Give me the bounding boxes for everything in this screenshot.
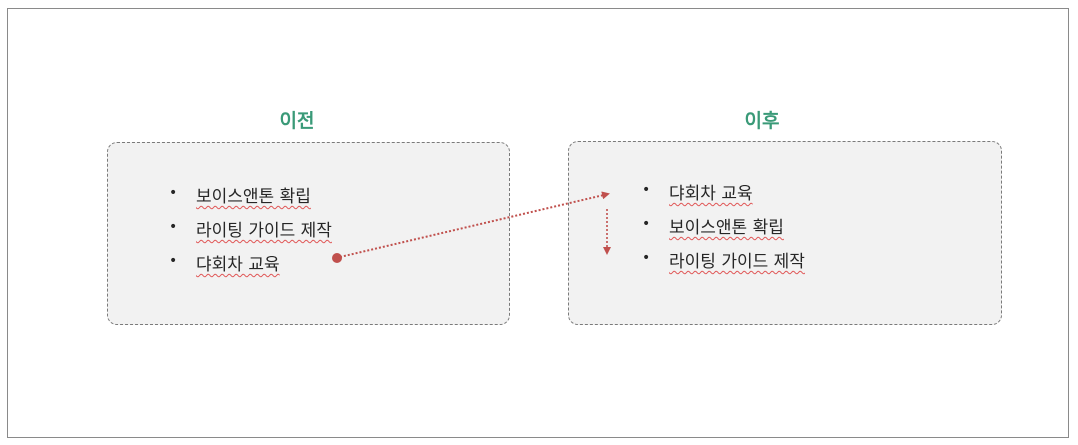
bullet-icon: • <box>642 216 651 232</box>
bullet-icon: • <box>169 185 178 201</box>
bullet-icon: • <box>642 182 651 198</box>
bullet-icon: • <box>642 250 651 266</box>
before-item-2-label: 라이팅 가이드 제작 <box>196 221 332 241</box>
after-item-1-label: 댜회차 교육 <box>669 184 753 204</box>
before-title: 이전 <box>279 110 315 132</box>
bullet-icon: • <box>169 219 178 235</box>
move-arrow-start-dot <box>332 253 342 263</box>
bullet-icon: • <box>169 253 178 269</box>
after-title: 이후 <box>744 110 780 132</box>
after-box: • 댜회차 교육 • 보이스앤톤 확립 • 라이팅 가이드 제작 <box>568 141 1002 325</box>
before-item-1-label: 보이스앤톤 확립 <box>196 187 311 207</box>
after-item-3-label: 라이팅 가이드 제작 <box>669 252 805 272</box>
after-item-2-label: 보이스앤톤 확립 <box>669 218 784 238</box>
move-arrow <box>339 191 610 258</box>
before-item-3-label: 댜회차 교육 <box>196 255 280 275</box>
